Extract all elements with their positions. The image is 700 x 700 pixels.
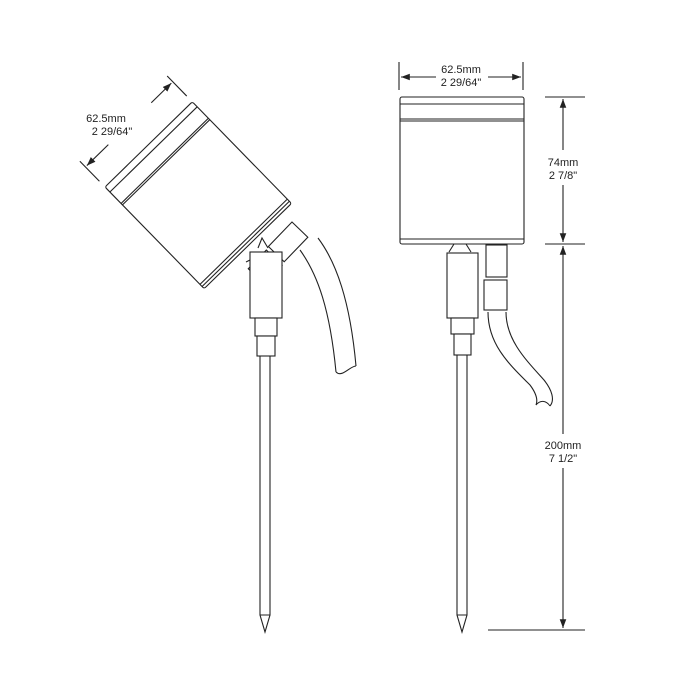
- stake-length-mm: 200mm: [545, 440, 582, 452]
- fixture-head: [399, 96, 525, 245]
- fixture-head: [79, 75, 292, 289]
- stake: [245, 236, 283, 634]
- tilted-fixture: 62.5mm 2 29/64": [79, 75, 357, 634]
- stake-length-in: 7 1/2": [549, 453, 577, 465]
- head-height-in: 2 7/8": [549, 170, 577, 182]
- cable-gland: [485, 244, 508, 278]
- head-height-mm: 74mm: [548, 157, 579, 169]
- left-width-in: 2 29/64": [92, 126, 133, 138]
- front-fixture: 62.5mm 2 29/64" 74mm 2 7/8" 200mm 7 1/2": [398, 62, 585, 634]
- right-width-in: 2 29/64": [441, 77, 482, 89]
- left-width-mm: 62.5mm: [86, 113, 126, 125]
- stake: [446, 243, 479, 634]
- cable-coupling: [483, 279, 508, 311]
- right-width-mm: 62.5mm: [441, 64, 481, 76]
